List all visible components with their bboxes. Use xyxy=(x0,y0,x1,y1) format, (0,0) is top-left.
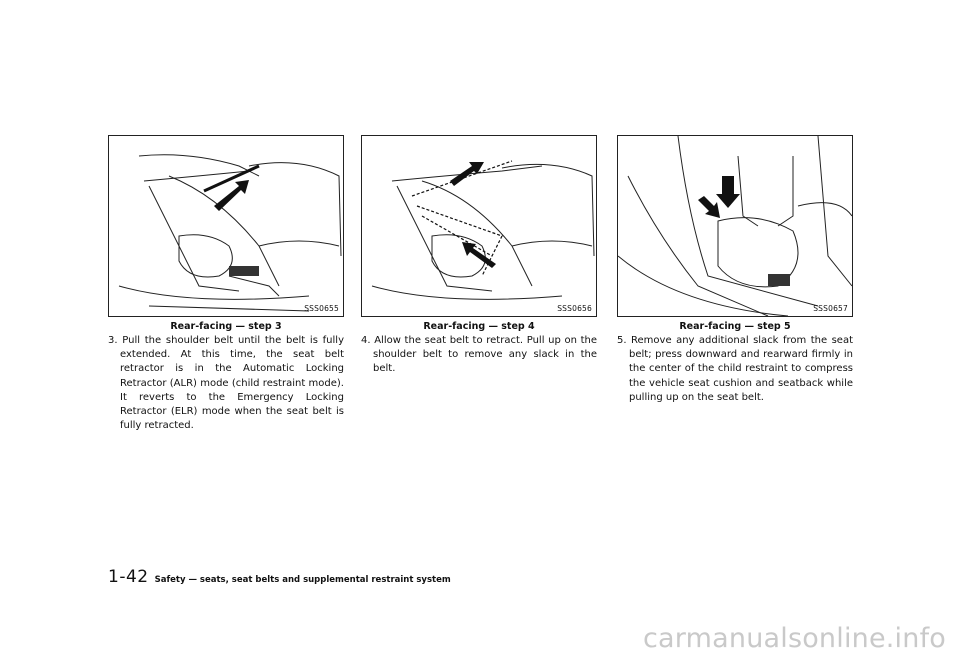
figure-caption: Rear-facing — step 4 xyxy=(423,321,535,332)
figure-step-5: SSS0657 xyxy=(617,135,853,317)
illustration-step-5 xyxy=(618,136,852,316)
page-footer: 1-42 Safety — seats, seat belts and supp… xyxy=(108,567,451,587)
page-number: 1-42 xyxy=(108,567,149,587)
step-text: 3. Pull the shoulder belt until the belt… xyxy=(108,335,344,432)
column-step-5: SSS0657 Rear-facing — step 5 5. Remove a… xyxy=(617,135,853,405)
illustration-step-3 xyxy=(118,154,342,312)
step-text: 5. Remove any additional slack from the … xyxy=(617,335,853,403)
step-text: 4. Allow the seat belt to retract. Pull … xyxy=(361,335,597,375)
figure-code: SSS0656 xyxy=(557,304,592,313)
watermark: carmanualsonline.info xyxy=(643,623,946,654)
figure-code: SSS0657 xyxy=(813,304,848,313)
column-step-4: SSS0656 Rear-facing — step 4 4. Allow th… xyxy=(361,135,597,377)
figure-caption: Rear-facing — step 5 xyxy=(679,321,791,332)
figure-step-4: SSS0656 xyxy=(361,135,597,317)
illustration-step-4 xyxy=(371,160,595,300)
figure-step-3: SSS0655 xyxy=(108,135,344,317)
section-title: Safety — seats, seat belts and supplemen… xyxy=(154,575,451,585)
column-step-3: SSS0655 Rear-facing — step 3 3. Pull the… xyxy=(108,135,344,433)
figure-code: SSS0655 xyxy=(304,304,339,313)
figure-caption: Rear-facing — step 3 xyxy=(170,321,282,332)
